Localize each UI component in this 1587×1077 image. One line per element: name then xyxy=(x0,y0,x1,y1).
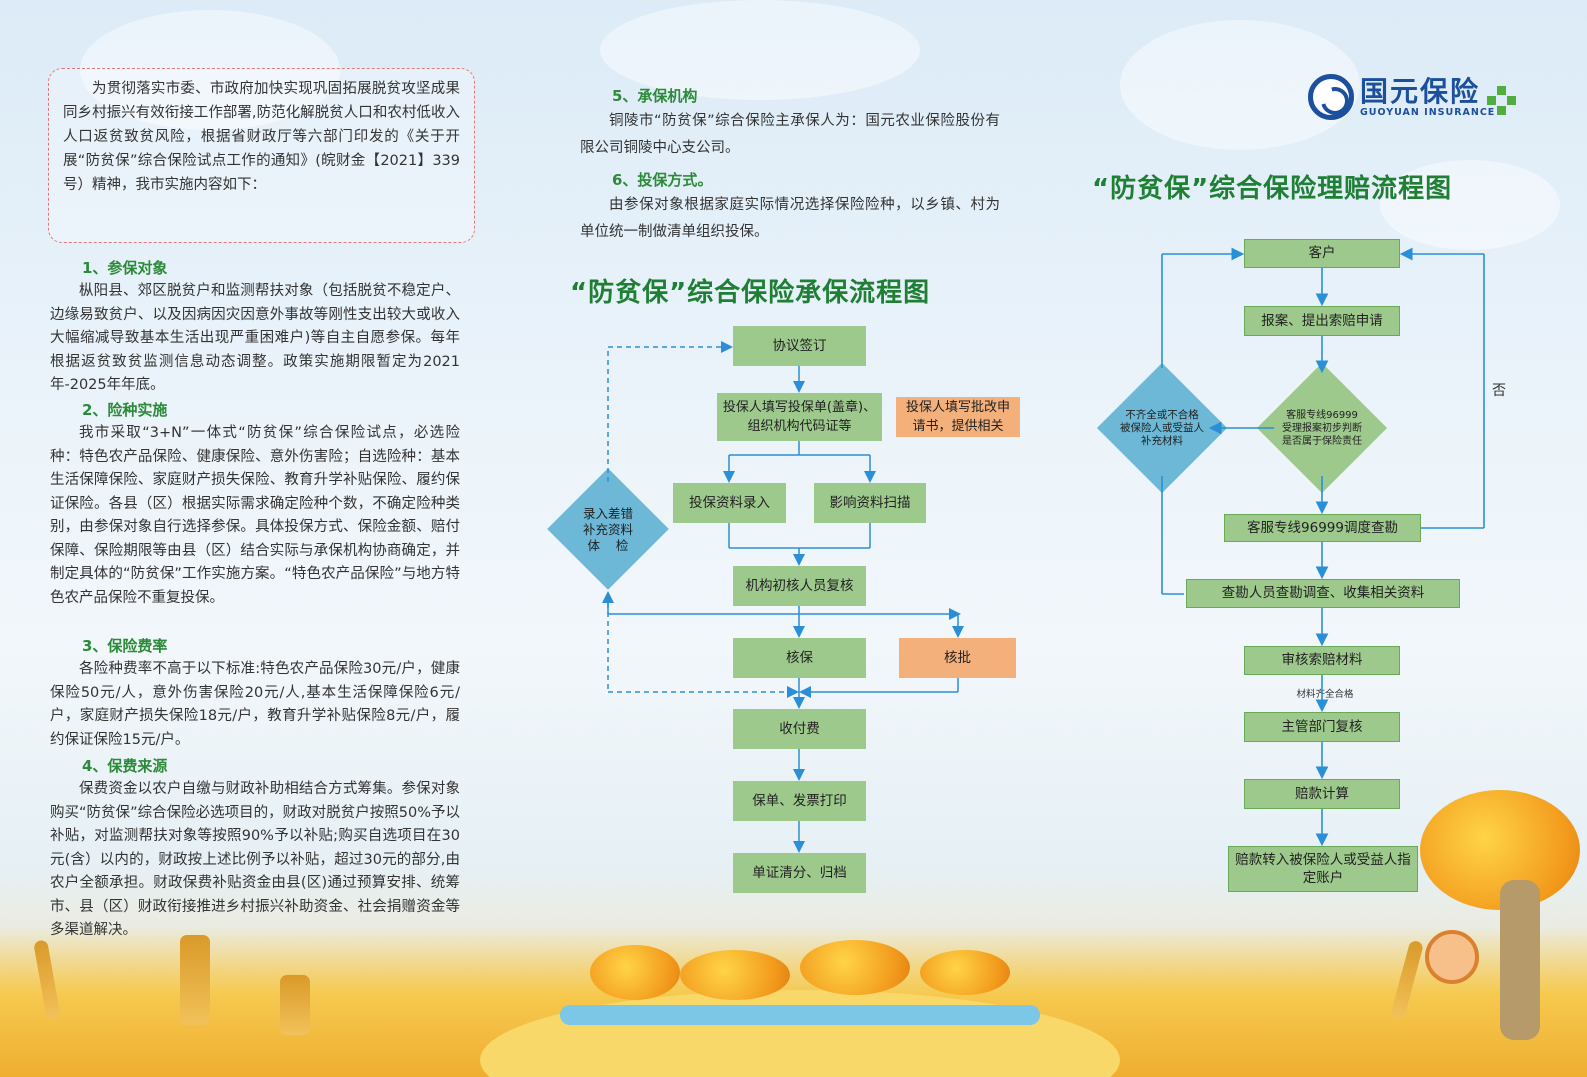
claims-node-survey: 查勘人员查勘调查、收集相关资料 xyxy=(1186,579,1460,608)
logo-square-icon xyxy=(1487,96,1496,105)
section-5: 5、承保机构 铜陵市“防贫保”综合保险主承保人为：国元农业保险股份有限公司铜陵中… xyxy=(580,84,1000,162)
section-4: 4、保费来源 保费资金以农户自缴与财政补助相结合方式筹集。参保对象购买“防贫保”… xyxy=(50,754,460,943)
section-6: 6、投保方式。 由参保对象根据家庭实际情况选择保险险种，以乡镇、村为单位统一制做… xyxy=(580,168,1000,246)
wheat-bundle xyxy=(280,975,310,1035)
logo: 国元保险 GUOYUAN INSURANCE xyxy=(1308,74,1495,120)
guoyuan-logo-icon xyxy=(1308,74,1354,120)
logo-cn: 国元保险 xyxy=(1360,74,1481,108)
section-body: 铜陵市“防贫保”综合保险主承保人为：国元农业保险股份有限公司铜陵中心支公司。 xyxy=(580,113,1000,156)
section-body: 保费资金以农户自缴与财政补助相结合方式筹集。参保对象购买“防贫保”综合保险必选项… xyxy=(50,781,460,938)
claims-diamond-supplement-label: 不齐全或不合格 被保险人或受益人 补充材料 xyxy=(1120,408,1204,447)
cloud-decoration xyxy=(1380,160,1560,250)
claims-node-dept-review: 主管部门复核 xyxy=(1244,712,1400,742)
flow-node-endorsement: 投保人填写批改申请书，提供相关 xyxy=(896,397,1020,437)
logo-square-icon xyxy=(1497,106,1506,115)
claims-label-no: 否 xyxy=(1492,383,1506,399)
underwriting-flow-title: “防贫保”综合保险承保流程图 xyxy=(570,278,931,308)
flow-node-print: 保单、发票打印 xyxy=(733,781,866,821)
tree-decoration xyxy=(680,950,790,1000)
section-body: 由参保对象根据家庭实际情况选择保险险种，以乡镇、村为单位统一制做清单组织投保。 xyxy=(580,197,1000,240)
flow-node-underwrite: 核保 xyxy=(733,638,866,678)
claims-node-calculate: 赔款计算 xyxy=(1244,779,1400,809)
claims-node-transfer: 赔款转入被保险人或受益人指定账户 xyxy=(1228,846,1418,892)
claims-node-customer: 客户 xyxy=(1244,239,1400,268)
logo-en: GUOYUAN INSURANCE xyxy=(1360,106,1496,118)
cloud-decoration xyxy=(80,10,340,130)
claims-node-dispatch: 客服专线96999调度查勘 xyxy=(1224,514,1421,542)
intro-text: 为贯彻落实市委、市政府加快实现巩固拓展脱贫攻坚成果同乡村振兴有效衔接工作部署,防… xyxy=(48,68,475,243)
section-1: 1、参保对象 枞阳县、郊区脱贫户和监测帮扶对象（包括脱贫不稳定户、边缘易致贫户、… xyxy=(50,256,460,398)
wheat-bundle xyxy=(180,935,210,1025)
section-2: 2、险种实施 我市采取“3+N”一体式“防贫保”综合保险试点，必选险种：特色农产… xyxy=(50,398,460,610)
claims-node-review-materials: 审核索赔材料 xyxy=(1244,646,1400,675)
section-title: 5、承保机构 xyxy=(612,87,698,105)
river xyxy=(560,1005,1040,1025)
tree-decoration xyxy=(590,945,680,1000)
section-title: 6、投保方式。 xyxy=(612,171,713,189)
cloud-decoration xyxy=(600,0,920,100)
section-body: 各险种费率不高于以下标准:特色农产品保险30元/户，健康保险50元/人，意外伤害… xyxy=(50,661,460,748)
logo-square-icon xyxy=(1507,96,1516,105)
claims-flow-title: “防贫保”综合保险理赔流程图 xyxy=(1092,174,1453,204)
flow-node-image-scan: 影响资料扫描 xyxy=(814,483,926,523)
flow-node-approve: 核批 xyxy=(899,638,1016,678)
section-title: 1、参保对象 xyxy=(82,259,168,277)
section-body: 枞阳县、郊区脱贫户和监测帮扶对象（包括脱贫不稳定户、边缘易致贫户、以及因病因灾因… xyxy=(50,283,460,393)
section-title: 4、保费来源 xyxy=(82,757,168,775)
section-title: 2、险种实施 xyxy=(82,401,168,419)
claims-note-materials-ok: 材料齐全合格 xyxy=(1296,689,1354,700)
flow-node-initial-review: 机构初核人员复核 xyxy=(733,566,866,606)
tree-decoration xyxy=(920,950,1010,995)
claims-diamond-judge-label: 客服专线96999 受理报案初步判断 是否属于保险责任 xyxy=(1282,409,1362,447)
tree-trunk xyxy=(1500,880,1540,1040)
tree-decoration xyxy=(800,940,910,995)
flow-node-payment: 收付费 xyxy=(733,709,866,749)
flow-node-archive: 单证清分、归档 xyxy=(733,853,866,893)
section-body: 我市采取“3+N”一体式“防贫保”综合保险试点，必选险种：特色农产品保险、健康保… xyxy=(50,425,460,606)
flow-node-agreement: 协议签订 xyxy=(733,326,866,366)
flow-node-fill-application: 投保人填写投保单(盖章)、组织机构代码证等 xyxy=(717,393,882,441)
claims-node-report: 报案、提出索赔申请 xyxy=(1244,306,1400,336)
section-title: 3、保险费率 xyxy=(82,637,168,655)
flow-diamond-check-label: 录入差错 补充资料 体 检 xyxy=(582,506,633,553)
flow-node-data-entry: 投保资料录入 xyxy=(673,483,786,523)
scarecrow-decoration xyxy=(1425,930,1479,984)
section-3: 3、保险费率 各险种费率不高于以下标准:特色农产品保险30元/户，健康保险50元… xyxy=(50,634,460,752)
logo-square-icon xyxy=(1497,86,1506,95)
